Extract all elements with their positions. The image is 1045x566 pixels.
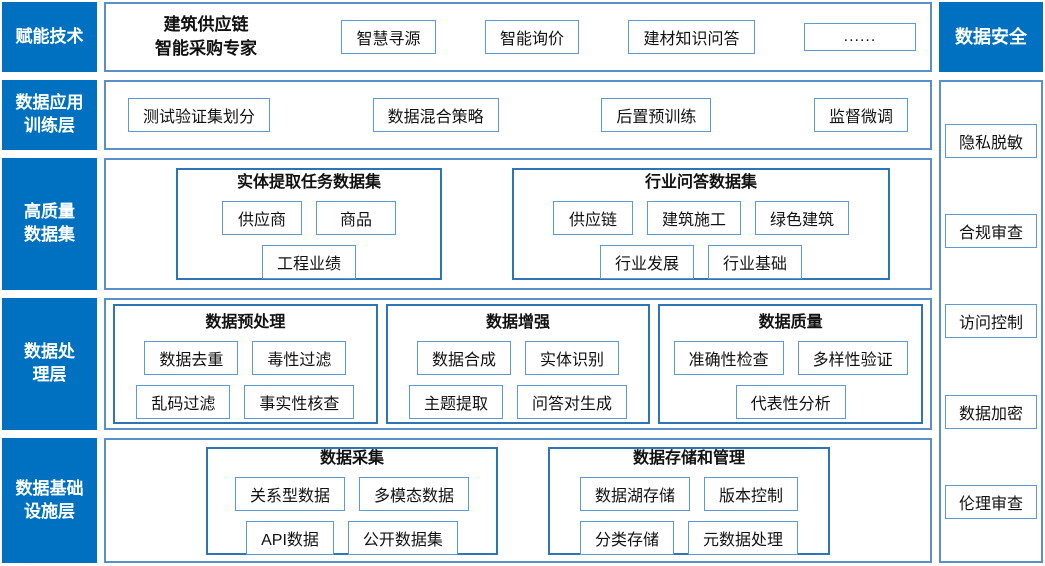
box-smart-sourcing: 智慧寻源 <box>341 20 436 54</box>
rail-data-security: 数据安全 <box>939 2 1043 72</box>
box-material-knowledge-qa: 建材知识问答 <box>628 20 755 54</box>
row-data-application-training: 测试验证集划分 数据混合策略 后置预训练 监督微调 <box>104 80 932 150</box>
security-measures-panel: 隐私脱敏 合规审查 访问控制 数据加密 伦理审查 <box>939 80 1043 563</box>
box-data-dedup: 数据去重 <box>144 340 239 375</box>
box-api-data: API数据 <box>246 521 334 555</box>
box-commodity: 商品 <box>316 200 396 235</box>
box-version-control: 版本控制 <box>704 477 799 511</box>
box-compliance-review: 合规审查 <box>945 214 1037 249</box>
box-building-construction: 建筑施工 <box>646 200 741 235</box>
group-data-storage-management: 数据存储和管理 数据湖存储 版本控制 分类存储 元数据处理 <box>548 446 830 555</box>
group-data-quality: 数据质量 准确性检查 多样性验证 代表性分析 <box>658 304 924 424</box>
box-relational-data: 关系型数据 <box>234 477 345 511</box>
rail-empowering-tech: 赋能技术 <box>2 2 97 72</box>
box-topic-extraction: 主题提取 <box>408 384 503 419</box>
box-supply-chain: 供应链 <box>552 200 633 235</box>
group-title: 数据质量 <box>758 313 823 331</box>
group-industry-qa-dataset: 行业问答数据集 供应链 建筑施工 绿色建筑 行业发展 行业基础 <box>512 168 890 280</box>
box-privacy-masking: 隐私脱敏 <box>945 124 1037 159</box>
box-multimodal-data: 多模态数据 <box>359 477 470 511</box>
box-post-pretraining: 后置预训练 <box>601 98 712 132</box>
rail-high-quality-dataset: 高质量 数据集 <box>2 158 97 290</box>
box-garbled-filter: 乱码过滤 <box>136 384 231 419</box>
rail-data-processing: 数据处 理层 <box>2 298 97 430</box>
box-data-mixing-strategy: 数据混合策略 <box>372 98 499 132</box>
rail-data-infrastructure: 数据基础 设施层 <box>2 438 97 563</box>
box-classified-storage: 分类存储 <box>579 521 674 555</box>
group-entity-extraction-dataset: 实体提取任务数据集 供应商 商品 工程业绩 <box>176 168 442 280</box>
box-smart-inquiry: 智能询价 <box>484 20 579 54</box>
box-data-lake-storage: 数据湖存储 <box>579 477 690 511</box>
product-title: 建筑供应链 智能采购专家 <box>155 15 257 58</box>
rail-data-application-training: 数据应用 训练层 <box>2 80 97 150</box>
box-supplier: 供应商 <box>222 200 302 235</box>
box-ethics-review: 伦理审查 <box>945 484 1037 519</box>
box-metadata-processing: 元数据处理 <box>688 521 799 555</box>
box-diversity-validation: 多样性验证 <box>797 340 908 375</box>
group-title: 行业问答数据集 <box>644 173 757 191</box>
group-title: 数据存储和管理 <box>632 450 745 467</box>
box-entity-recognition: 实体识别 <box>525 340 620 375</box>
box-accuracy-check: 准确性检查 <box>673 340 784 375</box>
group-title: 数据采集 <box>319 450 384 467</box>
group-title: 数据预处理 <box>205 313 286 331</box>
box-project-performance: 工程业绩 <box>261 244 356 279</box>
box-industry-basics: 行业基础 <box>708 244 803 279</box>
box-access-control: 访问控制 <box>945 304 1037 339</box>
box-green-building: 绿色建筑 <box>755 200 850 235</box>
group-title: 实体提取任务数据集 <box>236 173 381 191</box>
box-data-synthesis: 数据合成 <box>416 340 511 375</box>
row-data-processing: 数据预处理 数据去重 毒性过滤 乱码过滤 事实性核查 数据增强 数据合成 实体识… <box>104 298 932 430</box>
row-empowering-tech: 建筑供应链 智能采购专家 智慧寻源 智能询价 建材知识问答 ...... <box>104 2 932 72</box>
box-data-encryption: 数据加密 <box>945 394 1037 429</box>
box-representativeness-analysis: 代表性分析 <box>735 384 846 419</box>
group-data-augmentation: 数据增强 数据合成 实体识别 主题提取 问答对生成 <box>385 304 651 424</box>
box-toxicity-filter: 毒性过滤 <box>252 340 347 375</box>
box-fact-check: 事实性核查 <box>244 384 355 419</box>
box-industry-development: 行业发展 <box>599 244 694 279</box>
box-ellipsis: ...... <box>803 23 916 51</box>
box-test-validation-split: 测试验证集划分 <box>128 98 271 132</box>
group-data-preprocessing: 数据预处理 数据去重 毒性过滤 乱码过滤 事实性核查 <box>113 304 378 424</box>
box-qa-pair-generation: 问答对生成 <box>517 384 628 419</box>
row-data-infrastructure: 数据采集 关系型数据 多模态数据 API数据 公开数据集 数据存储和管理 数据湖… <box>104 438 932 563</box>
group-data-collection: 数据采集 关系型数据 多模态数据 API数据 公开数据集 <box>206 446 498 555</box>
group-title: 数据增强 <box>486 313 551 331</box>
row-high-quality-dataset: 实体提取任务数据集 供应商 商品 工程业绩 行业问答数据集 供应链 建筑施工 绿… <box>104 158 932 290</box>
box-supervised-finetuning: 监督微调 <box>813 98 908 132</box>
box-public-datasets: 公开数据集 <box>347 521 458 555</box>
